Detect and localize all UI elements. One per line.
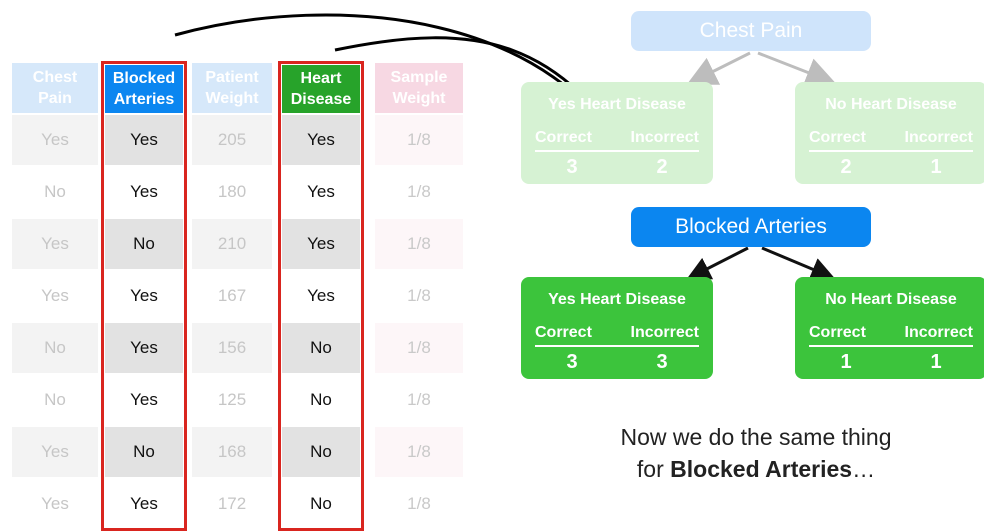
active-connector-right (761, 246, 836, 281)
leaf-yes-title: Yes Heart Disease (548, 291, 686, 308)
faded-leaf-yes-incorrect: 2 (656, 156, 668, 178)
faded-leaf-no: No Heart Disease Correct Incorrect 2 1 (795, 82, 984, 184)
faded-leaf-yes-correct: 3 (566, 156, 578, 178)
faded-leaf-no-rule (809, 150, 973, 152)
cell-patient-weight-row-5: 156 (192, 323, 272, 373)
faded-leaf-yes-incorrect-label: Incorrect (630, 129, 699, 146)
cell-blocked-arteries-row-5: Yes (105, 323, 183, 373)
cell-sample-weight-row-7: 1/8 (375, 427, 463, 477)
cell-patient-weight-row-2: 180 (192, 167, 272, 217)
cell-chest-pain-row-5: No (12, 323, 98, 373)
cell-sample-weight-row-3: 1/8 (375, 219, 463, 269)
root-blocked-arteries: Blocked Arteries (631, 207, 871, 247)
heart-disease-highlight (278, 61, 364, 531)
cell-heart-disease-row-2: Yes (282, 167, 360, 217)
leaf-no-incorrect: 1 (930, 351, 942, 373)
cell-blocked-arteries-row-6: Yes (105, 375, 183, 425)
cell-heart-disease-row-5: No (282, 323, 360, 373)
leaf-no-correct: 1 (840, 351, 852, 373)
faded-connector-right (757, 51, 836, 87)
faded-leaf-yes-rule (535, 150, 699, 152)
cell-chest-pain-row-3: Yes (12, 219, 98, 269)
leaf-no-title: No Heart Disease (825, 291, 957, 308)
cell-heart-disease-row-1: Yes (282, 115, 360, 165)
cell-chest-pain-row-7: Yes (12, 427, 98, 477)
leaf-yes-heart-disease: Yes Heart Disease Correct Incorrect 3 3 (521, 277, 713, 379)
cell-sample-weight-row-2: 1/8 (375, 167, 463, 217)
cell-heart-disease-row-7: No (282, 427, 360, 477)
cell-chest-pain-row-2: No (12, 167, 98, 217)
cell-heart-disease-row-4: Yes (282, 271, 360, 321)
cell-patient-weight-row-4: 167 (192, 271, 272, 321)
data-table: Chest Pain Blocked Arteries Patient Weig… (0, 0, 470, 531)
cell-chest-pain-row-8: Yes (12, 479, 98, 529)
cell-blocked-arteries-row-2: Yes (105, 167, 183, 217)
header-patient-weight: Patient Weight (192, 63, 272, 113)
faded-leaf-yes-title: Yes Heart Disease (548, 96, 686, 113)
cell-patient-weight-row-8: 172 (192, 479, 272, 529)
blocked-arteries-highlight (101, 61, 187, 531)
caption: Now we do the same thing for Blocked Art… (560, 421, 952, 485)
cell-heart-disease-row-8: No (282, 479, 360, 529)
cell-chest-pain-row-1: Yes (12, 115, 98, 165)
cell-blocked-arteries-row-8: Yes (105, 479, 183, 529)
faded-leaf-yes: Yes Heart Disease Correct Incorrect 3 2 (521, 82, 713, 184)
header-sample-weight: Sample Weight (375, 63, 463, 113)
cell-blocked-arteries-row-1: Yes (105, 115, 183, 165)
cell-sample-weight-row-1: 1/8 (375, 115, 463, 165)
leaf-no-incorrect-label: Incorrect (904, 324, 973, 341)
faded-leaf-yes-correct-label: Correct (535, 129, 592, 146)
cell-patient-weight-row-3: 210 (192, 219, 272, 269)
header-chest-pain: Chest Pain (12, 63, 98, 113)
cell-chest-pain-row-6: No (12, 375, 98, 425)
active-connector-left (686, 246, 749, 280)
faded-connector-left (686, 51, 751, 85)
leaf-yes-rule (535, 345, 699, 347)
faded-leaf-no-incorrect-label: Incorrect (904, 129, 973, 146)
faded-leaf-no-title: No Heart Disease (825, 96, 957, 113)
header-heart-disease: Heart Disease (282, 65, 360, 113)
leaf-yes-incorrect-label: Incorrect (630, 324, 699, 341)
caption-line-2: for Blocked Arteries… (560, 453, 952, 485)
leaf-yes-correct-label: Correct (535, 324, 592, 341)
leaf-yes-incorrect: 3 (656, 351, 668, 373)
faded-root-chest-pain: Chest Pain (631, 11, 871, 51)
cell-patient-weight-row-6: 125 (192, 375, 272, 425)
header-blocked-arteries: Blocked Arteries (105, 65, 183, 113)
caption-line-1: Now we do the same thing (620, 424, 892, 450)
leaf-no-rule (809, 345, 973, 347)
cell-chest-pain-row-4: Yes (12, 271, 98, 321)
cell-sample-weight-row-4: 1/8 (375, 271, 463, 321)
cell-heart-disease-row-6: No (282, 375, 360, 425)
cell-heart-disease-row-3: Yes (282, 219, 360, 269)
cell-patient-weight-row-1: 205 (192, 115, 272, 165)
faded-leaf-no-correct-label: Correct (809, 129, 866, 146)
leaf-no-correct-label: Correct (809, 324, 866, 341)
caption-suffix: … (852, 456, 876, 482)
caption-bold: Blocked Arteries (670, 456, 853, 482)
caption-prefix: for (636, 456, 671, 482)
cell-sample-weight-row-5: 1/8 (375, 323, 463, 373)
cell-blocked-arteries-row-4: Yes (105, 271, 183, 321)
faded-leaf-no-incorrect: 1 (930, 156, 942, 178)
leaf-no-heart-disease: No Heart Disease Correct Incorrect 1 1 (795, 277, 984, 379)
cell-sample-weight-row-8: 1/8 (375, 479, 463, 529)
cell-sample-weight-row-6: 1/8 (375, 375, 463, 425)
cell-patient-weight-row-7: 168 (192, 427, 272, 477)
cell-blocked-arteries-row-3: No (105, 219, 183, 269)
cell-blocked-arteries-row-7: No (105, 427, 183, 477)
leaf-yes-correct: 3 (566, 351, 578, 373)
faded-leaf-no-correct: 2 (840, 156, 852, 178)
